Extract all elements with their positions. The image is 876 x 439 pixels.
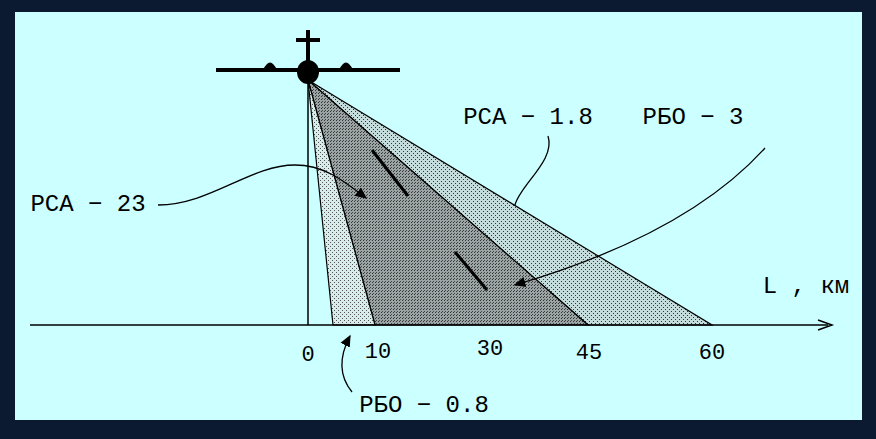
tick-label: 0 xyxy=(301,345,314,367)
tick-label: 60 xyxy=(699,343,725,365)
beam-label: РСА − 23 xyxy=(30,193,145,217)
tick-label: 10 xyxy=(365,342,391,364)
tick-label: 45 xyxy=(576,343,602,365)
l-axis xyxy=(30,324,828,326)
leader-line xyxy=(342,336,352,392)
leader-line xyxy=(515,136,549,205)
dash-mark xyxy=(455,252,487,290)
rbo-0-8-beam xyxy=(308,80,375,325)
dash-mark xyxy=(372,150,408,196)
vertical-axis xyxy=(307,80,309,325)
axis-label: L , км xyxy=(763,275,849,299)
beam-label: РБО − 0.8 xyxy=(359,394,489,418)
panel xyxy=(15,12,862,420)
leader-line xyxy=(158,165,366,205)
leader-line xyxy=(515,148,765,285)
aircraft xyxy=(216,30,400,84)
axis-arrow xyxy=(818,320,832,330)
tick-label: 30 xyxy=(477,339,503,361)
beam-label: РБО − 3 xyxy=(643,106,744,130)
beam-label: РСА − 1.8 xyxy=(463,106,593,130)
